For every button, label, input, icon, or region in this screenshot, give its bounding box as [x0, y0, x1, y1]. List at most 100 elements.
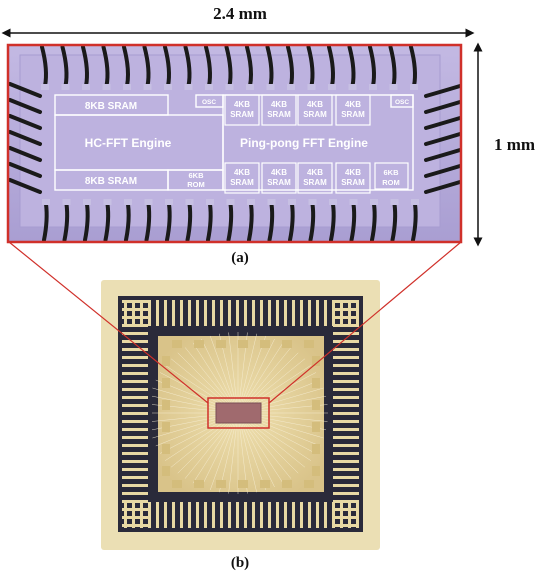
lead-finger	[333, 404, 359, 407]
bond-pad	[42, 199, 50, 205]
lead-finger	[292, 502, 295, 528]
cavity-pad	[172, 480, 182, 488]
bond-pad	[226, 199, 235, 205]
bond-wire	[165, 202, 172, 242]
sram-4kb-block-top-4	[335, 94, 371, 126]
package-photo	[101, 280, 380, 550]
cavity-pad	[162, 466, 170, 476]
bond-pad	[102, 84, 111, 90]
bond-wire	[424, 164, 462, 178]
lead-finger	[292, 300, 295, 326]
lead-finger	[122, 364, 148, 367]
lead-finger	[333, 308, 359, 311]
cavity-pad	[238, 480, 248, 488]
bond-wire	[8, 146, 42, 162]
cavity-pad	[216, 480, 226, 488]
bond-pad	[247, 199, 255, 205]
bond-pad	[185, 199, 194, 205]
cavity-bond-pads	[162, 340, 320, 488]
bond-wire	[185, 202, 193, 242]
lead-finger	[252, 300, 255, 326]
lead-finger	[122, 492, 148, 495]
sram-4kb-label-line1: 4KB	[234, 168, 250, 177]
bond-pad	[184, 84, 193, 90]
bond-wire	[122, 45, 130, 88]
lead-finger	[122, 340, 148, 343]
bond-wire	[424, 148, 462, 162]
lead-finger	[172, 502, 175, 528]
lead-finger	[122, 348, 148, 351]
sram-4kb-label-line2: SRAM	[341, 110, 365, 119]
cavity-pad	[312, 400, 320, 410]
bond-wire	[101, 45, 110, 88]
bond-wire	[267, 202, 275, 242]
zoom-line-right	[268, 241, 462, 404]
bond-wire	[388, 45, 397, 88]
bond-pad	[246, 84, 254, 90]
bond-wire	[144, 202, 152, 242]
bond-wire	[60, 45, 69, 88]
lead-finger	[324, 300, 327, 326]
lead-finger	[122, 380, 148, 383]
lead-finger	[180, 502, 183, 528]
bond-pad	[308, 199, 317, 205]
package-wire	[209, 412, 239, 491]
bond-pad	[390, 199, 399, 205]
lead-finger	[356, 502, 359, 528]
bond-wire	[390, 202, 398, 242]
package-wire	[209, 335, 239, 414]
package-wire	[237, 338, 275, 414]
bond-wire	[142, 45, 151, 88]
package-wire	[228, 412, 239, 494]
rom-6kb-left-label-line1: 6KB	[188, 171, 204, 180]
package-wire	[237, 347, 292, 414]
lead-finger	[122, 444, 148, 447]
lead-finger	[348, 300, 351, 326]
lead-finger	[228, 502, 231, 528]
cavity-pad	[162, 356, 170, 366]
cavity-pad	[282, 480, 292, 488]
package-wire	[237, 412, 257, 493]
bond-wires	[8, 45, 462, 242]
cavity-pad	[260, 480, 270, 488]
cavity-pad	[172, 340, 182, 348]
bond-wire	[83, 202, 90, 242]
lead-finger	[340, 300, 343, 326]
pingpong-fft-engine-label: Ping-pong FFT Engine	[240, 136, 368, 150]
lead-finger	[268, 300, 271, 326]
lead-finger	[122, 332, 148, 335]
lead-finger	[276, 300, 279, 326]
bond-wire	[81, 45, 89, 88]
bond-wire	[329, 202, 336, 242]
lead-finger	[122, 500, 148, 503]
bond-pad	[62, 199, 71, 205]
sram-4kb-label-line1: 4KB	[345, 168, 361, 177]
lead-finger	[333, 508, 359, 511]
bond-pad	[206, 199, 214, 205]
lead-finger	[122, 452, 148, 455]
lead-finger	[333, 396, 359, 399]
lead-finger	[164, 502, 167, 528]
lead-finger	[333, 484, 359, 487]
osc-right-label: OSC	[395, 99, 409, 106]
bond-pad	[411, 199, 419, 205]
bond-wire	[206, 202, 213, 242]
bond-wire	[226, 202, 234, 242]
lead-finger	[260, 502, 263, 528]
bond-wire	[8, 130, 42, 146]
sram-4kb-block-top-2	[261, 94, 297, 126]
lead-finger	[220, 502, 223, 528]
bond-wire	[8, 178, 42, 194]
lead-finger	[122, 468, 148, 471]
lead-finger	[268, 502, 271, 528]
cavity-pad	[312, 466, 320, 476]
lead-finger	[122, 372, 148, 375]
lead-finger	[122, 436, 148, 439]
package-wire	[237, 342, 284, 414]
lead-finger	[196, 502, 199, 528]
bond-pad	[124, 199, 132, 205]
bond-pad	[144, 199, 153, 205]
lead-finger	[333, 324, 359, 327]
lead-finger	[333, 332, 359, 335]
lead-finger	[316, 502, 319, 528]
